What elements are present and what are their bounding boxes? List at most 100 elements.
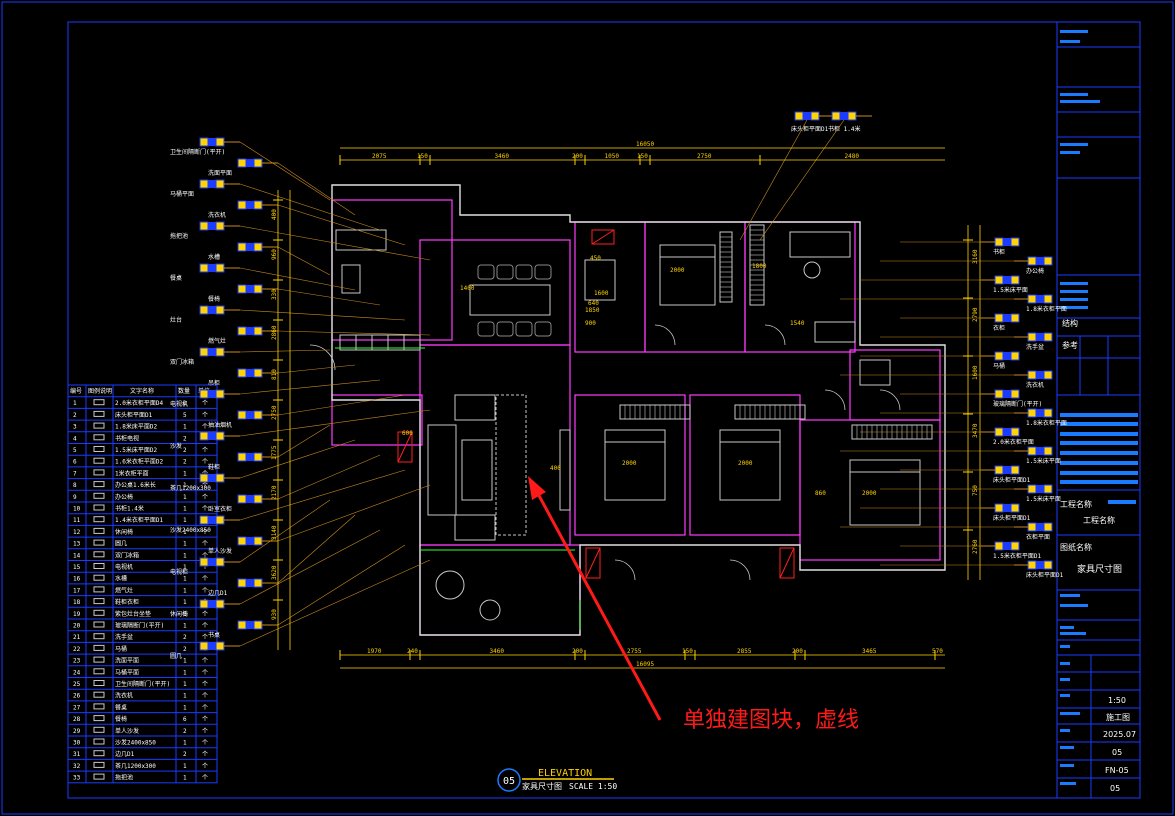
dining-chair — [496, 264, 514, 280]
legend-qty: 2 — [183, 751, 187, 758]
room-dimension-label: 1540 — [790, 320, 805, 327]
legend-name: 洗手盆 — [115, 633, 133, 641]
tag-marker-blue — [1036, 447, 1044, 455]
tag-marker — [1043, 522, 1053, 532]
legend-icon — [93, 715, 105, 722]
kitchen-cabinet — [403, 334, 421, 351]
tag-marker-blue — [246, 285, 254, 293]
legend-no: 9 — [73, 494, 77, 501]
legend-unit: 个 — [202, 681, 208, 688]
legend-icon — [93, 410, 105, 417]
tag-marker — [215, 263, 225, 273]
tag-marker — [253, 410, 263, 420]
left-label-text: 休闲椅 — [170, 610, 188, 618]
room-dimension-label: 1800 — [752, 263, 767, 270]
top-label-text: 床头柜平面D1 — [791, 125, 829, 133]
tag-marker-blue — [208, 180, 216, 188]
legend-name: 电视机 — [115, 563, 133, 571]
window-cross — [591, 229, 615, 245]
legend-no: 11 — [73, 517, 81, 524]
tag-marker-blue — [1036, 561, 1044, 569]
bottom-seg-text: 3465 — [862, 648, 877, 655]
drawing-title-cn: 家具尺寸图 — [522, 781, 562, 791]
tag-marker — [994, 389, 1004, 399]
legend-name: 餐桌 — [115, 703, 127, 711]
left-leader-line — [239, 469, 406, 521]
drawing-scale: SCALE 1:50 — [569, 782, 617, 791]
legend-name: 玻璃隔断门(平开) — [115, 622, 164, 630]
tag-marker — [1043, 408, 1053, 418]
outer-wall — [331, 184, 946, 636]
legend-no: 1 — [73, 400, 77, 407]
legend-qty: 1 — [183, 517, 187, 524]
legend-qty: 1 — [183, 693, 187, 700]
tag-marker-blue — [246, 453, 254, 461]
tag-marker — [237, 368, 247, 378]
tag-marker — [215, 473, 225, 483]
legend-qty: 1 — [183, 506, 187, 513]
tag-marker-blue — [208, 390, 216, 398]
legend-no: 21 — [73, 634, 81, 641]
legend-qty: 1 — [183, 587, 187, 594]
room-dimension-label: 600 — [402, 430, 413, 437]
sheet-number-circle — [497, 768, 521, 792]
tag-marker — [215, 305, 225, 315]
legend-icon — [93, 668, 105, 675]
bed — [849, 459, 921, 526]
bottom-seg-text: 240 — [407, 648, 418, 655]
legend-unit: 个 — [202, 482, 208, 489]
tag-marker-blue — [246, 411, 254, 419]
legend-name: 拖把池 — [115, 774, 133, 782]
tag-marker — [1043, 332, 1053, 342]
legend-no: 25 — [73, 681, 81, 688]
legend-unit: 个 — [202, 634, 208, 641]
window-marker — [397, 431, 413, 463]
tag-marker — [199, 557, 209, 567]
tag-marker — [1043, 294, 1053, 304]
annotation-arrow-head — [528, 476, 546, 500]
left-dim-text: 2860 — [271, 325, 278, 340]
tag-marker — [253, 620, 263, 630]
legend-name: 圆几 — [115, 541, 127, 548]
tag-marker — [253, 368, 263, 378]
legend-name: 休闲椅 — [115, 528, 133, 536]
legend-icon — [93, 457, 105, 464]
window-cross — [779, 547, 795, 579]
legend-unit: 个 — [202, 669, 208, 676]
tag-marker — [253, 326, 263, 336]
legend-qty: 1 — [183, 623, 187, 630]
annotation-text: 单独建图块，虚线 — [683, 708, 860, 733]
tag-marker — [237, 242, 247, 252]
legend-unit: 个 — [202, 587, 208, 594]
tag-marker — [199, 515, 209, 525]
legend-no: 15 — [73, 564, 81, 571]
kitchen-counter — [335, 229, 387, 251]
room-dimension-label: 640 — [588, 300, 599, 307]
tag-marker — [215, 515, 225, 525]
legend-unit: 个 — [202, 704, 208, 711]
left-leader-line — [239, 183, 381, 231]
legend-qty: 1 — [183, 669, 187, 676]
tag-marker — [237, 536, 247, 546]
tag-marker — [810, 111, 820, 121]
tb-drawing-value: 家具尺寸图 — [1077, 563, 1122, 575]
legend-qty: 1 — [183, 740, 187, 747]
legend-no: 16 — [73, 576, 81, 583]
tag-marker-blue — [208, 432, 216, 440]
legend-qty: 1 — [183, 576, 187, 583]
left-dim-text: 3140 — [271, 525, 278, 540]
left-leader-line — [277, 288, 381, 306]
legend-qty: 1 — [183, 599, 187, 606]
legend-qty: 2 — [183, 447, 187, 454]
tag-marker — [1027, 522, 1037, 532]
right-label-text: 床头柜平面D1 — [993, 476, 1031, 484]
room-dimension-label: 860 — [815, 490, 826, 497]
room-wall — [574, 394, 686, 536]
top-total-text: 16050 — [636, 141, 654, 148]
room-dimension-label: 1600 — [594, 290, 609, 297]
legend-name: 紫包灶台坐垫 — [115, 610, 151, 618]
right-label-text: 1.5米床平面 — [1026, 495, 1061, 503]
legend-qty: 1 — [183, 775, 187, 782]
tag-marker — [237, 284, 247, 294]
